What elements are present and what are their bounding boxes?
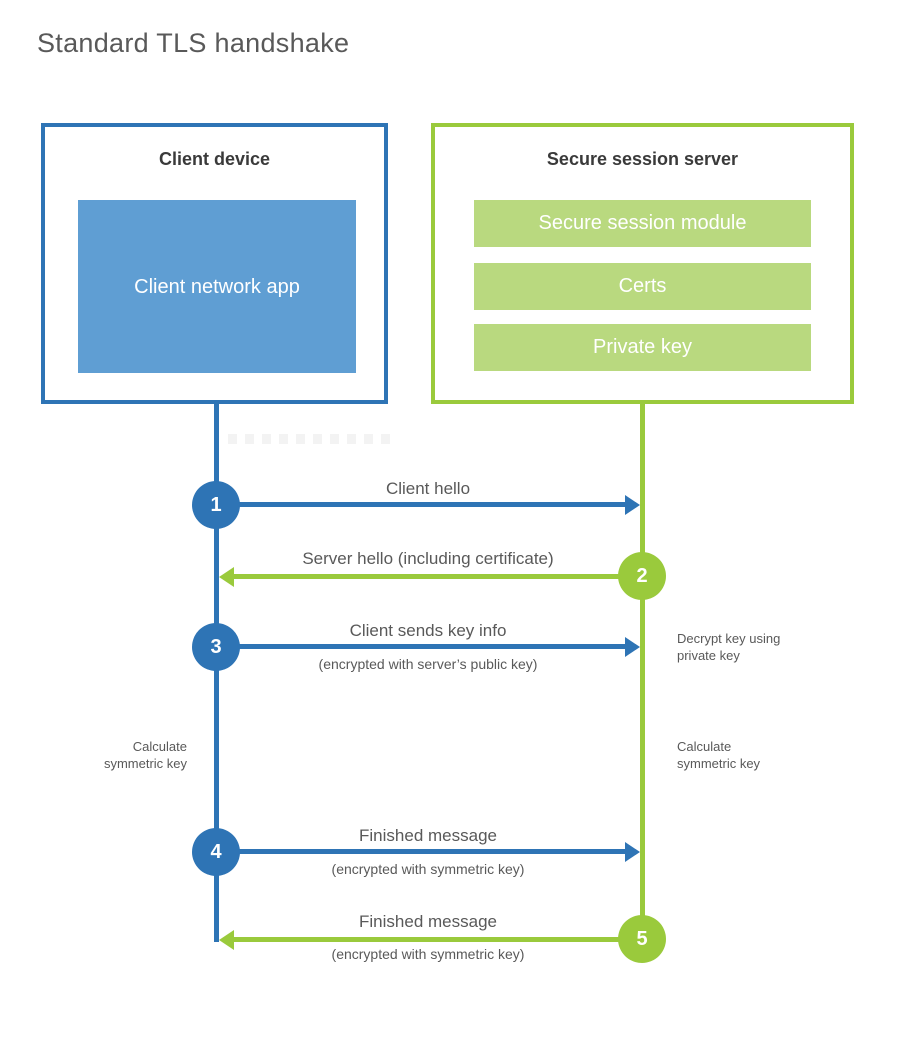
server-title: Secure session server (546, 149, 739, 169)
client-device-title: Client device (158, 149, 271, 169)
faint-dashed-line (228, 434, 390, 444)
note-calculate-symmetric-key-client: Calculate symmetric key (103, 739, 187, 771)
step-1-circle: 1 (192, 481, 240, 529)
client-network-app-label: Client network app (134, 275, 300, 298)
step-1-arrow (216, 502, 625, 507)
step-1-arrowhead-icon (625, 495, 640, 515)
client-network-app-box: Client network app (78, 200, 356, 373)
step-5-arrow (234, 937, 642, 942)
step-2-circle: 2 (618, 552, 666, 600)
step-1-label: Client hello (385, 479, 471, 498)
step-4-label: Finished message (359, 826, 497, 845)
step-5-arrowhead-icon (219, 930, 234, 950)
server-lifeline (640, 404, 645, 940)
step-4-sublabel: (encrypted with symmetric key) (331, 861, 525, 877)
step-4-arrow (216, 849, 625, 854)
step-3-circle: 3 (192, 623, 240, 671)
server-module-secure-session: Secure session module (474, 200, 811, 247)
client-device-box: Client device Client network app (41, 123, 388, 404)
client-lifeline (214, 404, 219, 942)
page-title: Standard TLS handshake (37, 28, 350, 58)
server-module-certs: Certs (474, 263, 811, 310)
step-3-arrowhead-icon (625, 637, 640, 657)
step-2-arrow (234, 574, 642, 579)
step-3-label: Client sends key info (349, 621, 507, 640)
step-3-arrow (216, 644, 625, 649)
note-decrypt-key: Decrypt key using private key (677, 631, 781, 663)
step-5-label: Finished message (359, 912, 497, 931)
step-3-sublabel: (encrypted with server’s public key) (318, 656, 538, 672)
step-5-circle: 5 (618, 915, 666, 963)
note-calculate-symmetric-key-server: Calculate symmetric key (677, 739, 761, 771)
step-5-sublabel: (encrypted with symmetric key) (331, 946, 525, 962)
server-module-private-key: Private key (474, 324, 811, 371)
step-4-circle: 4 (192, 828, 240, 876)
step-2-arrowhead-icon (219, 567, 234, 587)
step-2-label: Server hello (including certificate) (302, 549, 554, 568)
step-4-arrowhead-icon (625, 842, 640, 862)
secure-session-server-box: Secure session server Secure session mod… (431, 123, 854, 404)
